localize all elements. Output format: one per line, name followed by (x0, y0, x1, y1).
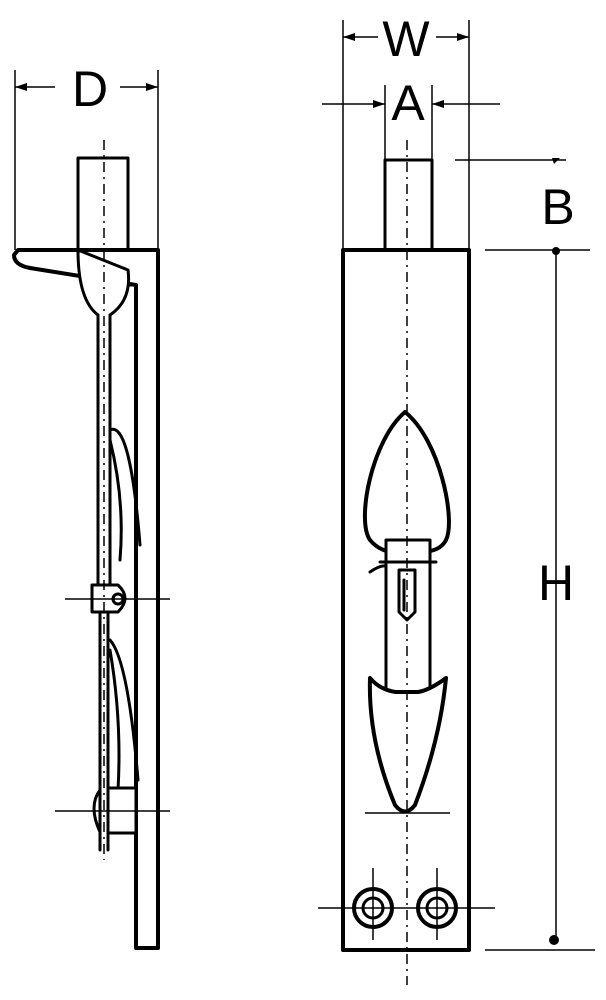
dimension-h: H (485, 252, 595, 951)
side-view: D (12, 61, 170, 950)
label-w: W (382, 11, 430, 67)
dimension-w: W (342, 11, 470, 250)
front-view: W A B H (318, 11, 595, 985)
label-b: B (541, 179, 574, 235)
dimension-b: B (455, 158, 590, 255)
label-a: A (391, 75, 425, 131)
dimension-d: D (14, 61, 159, 250)
front-bolt-rod (383, 158, 434, 252)
label-d: D (72, 61, 108, 117)
lower-knob (367, 676, 448, 814)
side-bolt-rod (76, 156, 130, 252)
label-h: H (538, 555, 574, 611)
dimension-a: A (322, 75, 500, 160)
side-bolt-mechanism (55, 248, 170, 852)
